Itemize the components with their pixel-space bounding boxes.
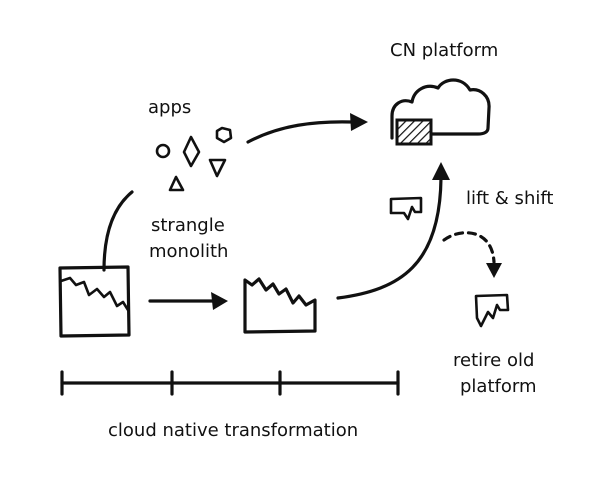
monolith-label: monolith bbox=[149, 241, 229, 262]
app-hexagon-icon bbox=[215, 126, 233, 144]
moving-platform-box-icon bbox=[389, 196, 423, 221]
monolith-to-apps-curve bbox=[102, 190, 134, 272]
migrated-app-icon bbox=[395, 118, 433, 146]
app-circle-icon bbox=[155, 143, 171, 159]
lift-shift-label: lift & shift bbox=[466, 188, 554, 209]
strangle-label: strangle bbox=[151, 215, 225, 236]
old-platform-label: platform bbox=[460, 376, 537, 397]
apps-icons bbox=[155, 126, 233, 192]
timeline-label: cloud native transformation bbox=[108, 420, 359, 441]
lift-shift-arrow bbox=[336, 162, 450, 300]
old-platform-box-icon bbox=[474, 293, 510, 328]
apps-to-platform-arrow bbox=[246, 113, 368, 144]
strangled-monolith-icon bbox=[243, 277, 317, 334]
cloud-icon bbox=[390, 78, 491, 146]
app-inverted-triangle-icon bbox=[208, 158, 227, 178]
apps-label: apps bbox=[148, 97, 192, 118]
cn-platform-label: CN platform bbox=[390, 40, 499, 61]
strangle-arrow bbox=[148, 292, 228, 310]
retire-label: retire old bbox=[453, 350, 535, 371]
retire-dashed-arrow bbox=[442, 231, 502, 278]
app-diamond-icon bbox=[182, 135, 201, 168]
timeline-axis bbox=[60, 370, 400, 396]
monolith-icon bbox=[58, 265, 131, 338]
app-triangle-icon bbox=[168, 175, 185, 192]
